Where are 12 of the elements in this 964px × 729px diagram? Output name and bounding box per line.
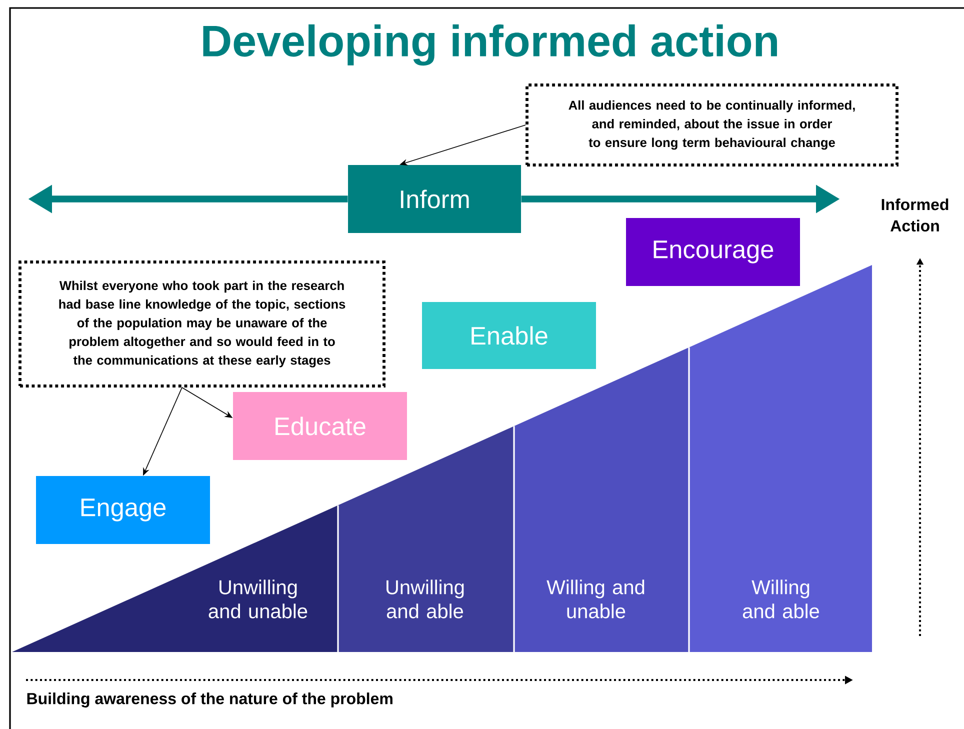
stage-box: Encourage — [626, 218, 800, 286]
callout-box: Whilst everyone who took part in the research had base line knowledge of the topic, sections of the population may be unaware of the problem altogether and so would feed in to the communications at these early stages — [18, 260, 386, 388]
title: Developing informed action — [203, 24, 777, 66]
stage-box: Educate — [233, 392, 407, 460]
label: Building awareness of the nature of the problem — [27, 692, 392, 708]
stage-box: Engage — [36, 476, 210, 544]
label: Informed Action — [882, 198, 948, 232]
stage-box: Enable — [422, 302, 596, 369]
callout-box: All audiences need to be continually informed, and reminded, about the issue in order to ensure long term behavioural change — [526, 84, 898, 166]
inform-box: Inform — [348, 165, 522, 233]
stage-segment: Willing and able — [689, 265, 872, 652]
stage-segment: Willing and unable — [514, 347, 689, 652]
